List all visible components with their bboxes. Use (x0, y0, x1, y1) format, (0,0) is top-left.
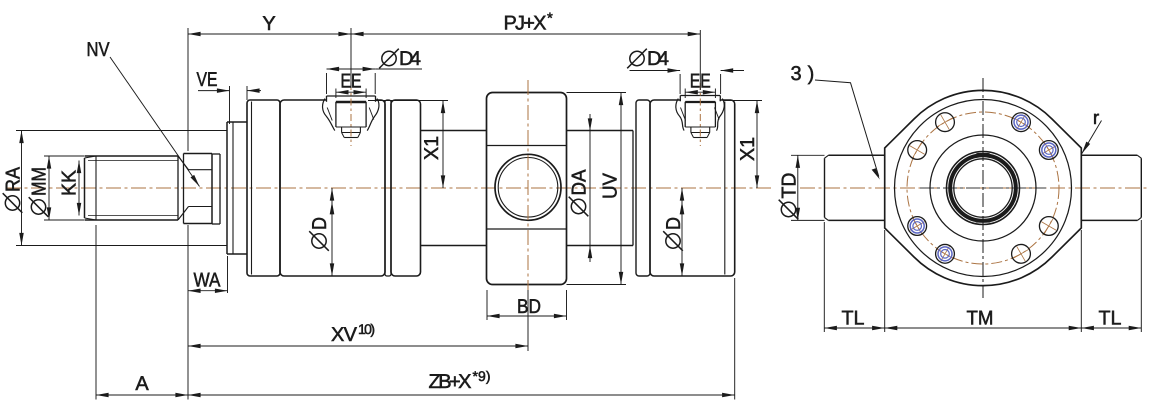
svg-text:TM: TM (967, 308, 994, 330)
svg-text:D4: D4 (399, 48, 421, 70)
svg-text:VE: VE (197, 69, 218, 91)
svg-text:TL: TL (842, 308, 865, 330)
svg-text:*9): *9) (473, 368, 491, 384)
svg-text:3: 3 (790, 63, 801, 85)
svg-text:X1: X1 (421, 136, 443, 160)
svg-text:BD: BD (517, 296, 541, 318)
svg-text:Y: Y (262, 13, 275, 35)
svg-text:D: D (309, 217, 331, 230)
svg-text:UV: UV (600, 172, 622, 199)
svg-text:A: A (135, 373, 149, 395)
svg-text:r: r (1093, 108, 1100, 129)
svg-text:*: * (547, 10, 553, 27)
svg-text:MM: MM (29, 167, 51, 196)
svg-text:DA: DA (569, 169, 591, 196)
svg-text:TL: TL (1099, 308, 1122, 330)
svg-text:D4: D4 (647, 48, 669, 70)
svg-text:ZB+X: ZB+X (429, 371, 472, 393)
svg-text:KK: KK (59, 169, 81, 196)
svg-text:RA: RA (3, 166, 25, 192)
svg-text:WA: WA (194, 270, 222, 292)
svg-text:D: D (663, 217, 685, 230)
svg-text:XV: XV (331, 324, 358, 346)
svg-text:): ) (808, 63, 815, 85)
svg-text:PJ+X: PJ+X (504, 13, 547, 35)
svg-text:TD: TD (779, 173, 801, 199)
svg-text:NV: NV (87, 39, 111, 61)
svg-text:X1: X1 (737, 137, 759, 161)
svg-text:10): 10) (358, 321, 375, 337)
